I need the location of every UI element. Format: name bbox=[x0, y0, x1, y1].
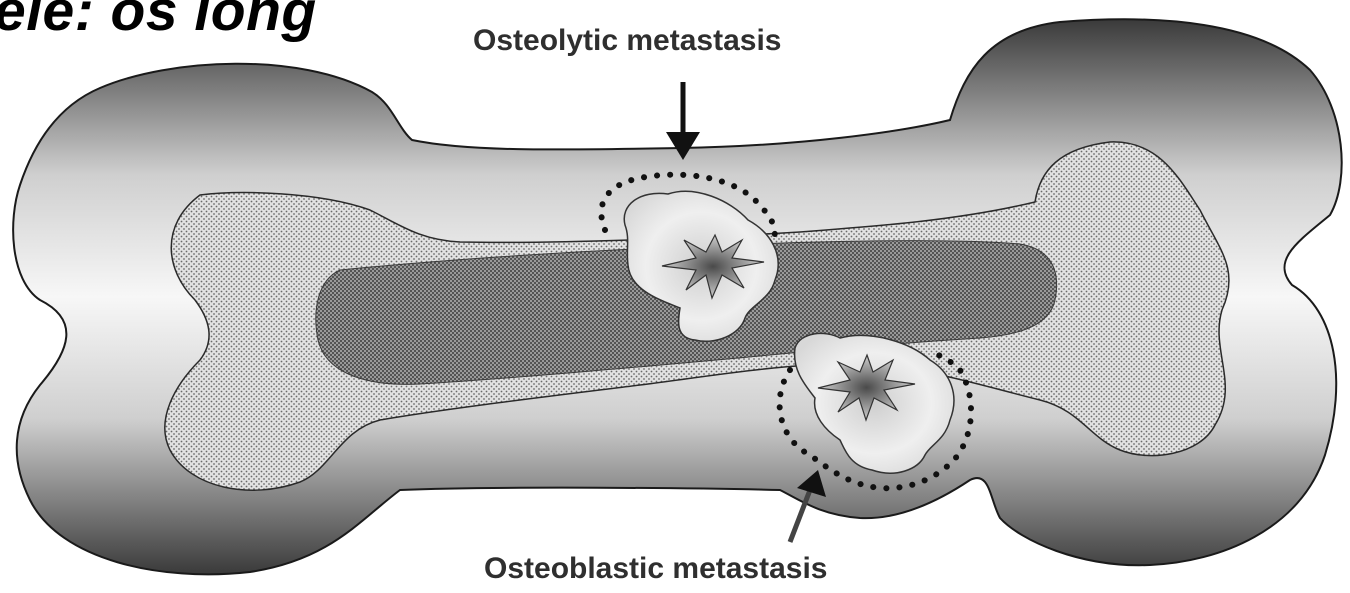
osteoblastic-label: Osteoblastic metastasis bbox=[484, 552, 828, 586]
page-title: ele: os long bbox=[0, 0, 317, 44]
osteolytic-label: Osteolytic metastasis bbox=[473, 24, 781, 58]
